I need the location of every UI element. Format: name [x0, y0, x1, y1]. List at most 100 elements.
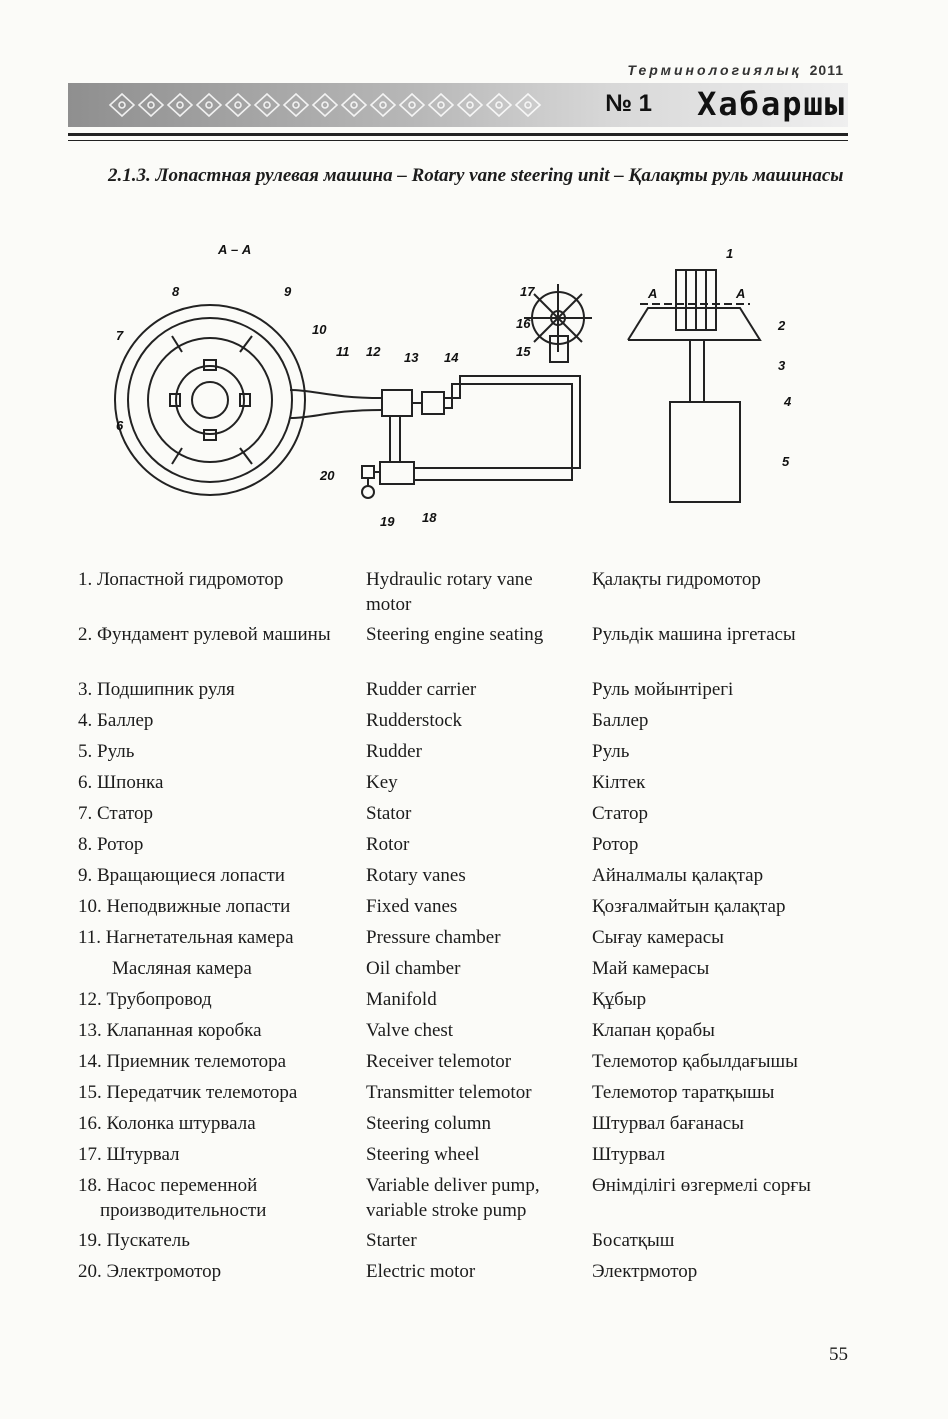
term-row: 2. Фундамент рулевой машины Steering engi…	[78, 622, 858, 677]
term-russian: 12. Трубопровод	[78, 989, 212, 1010]
manifold-pipe-lower	[289, 409, 383, 419]
rudder-seating	[627, 307, 762, 341]
manifold-pipe-upper	[289, 389, 383, 399]
vane-3	[171, 447, 183, 465]
term-english: Starter	[366, 1230, 417, 1251]
label-cut-right: А	[735, 286, 745, 301]
section-heading: 2.1.3. Лопастная рулевая машина – Rotary…	[108, 165, 844, 186]
term-english: Hydraulic rotary vane motor	[366, 569, 533, 615]
term-kazakh: Баллер	[592, 710, 649, 731]
receiver-telemotor	[421, 391, 445, 415]
term-russian: 3. Подшипник руля	[78, 679, 235, 700]
term-kazakh: Айналмалы қалақтар	[592, 865, 764, 886]
starter	[361, 465, 375, 479]
term-kazakh: Руль	[592, 741, 630, 762]
term-english: Steering engine seating	[366, 624, 544, 645]
term-row: 18. Насос переменной производительности V…	[78, 1173, 858, 1228]
term-kazakh: Статор	[592, 803, 648, 824]
term-russian: 5. Руль	[78, 741, 135, 762]
label-16: 16	[516, 316, 531, 331]
term-english: Stator	[366, 803, 412, 824]
term-kazakh: Телемотор таратқышы	[592, 1082, 775, 1103]
term-russian: 7. Статор	[78, 803, 153, 824]
label-3: 3	[778, 358, 786, 373]
term-kazakh: Өнімділігі өзгермелі сорғы	[592, 1175, 811, 1196]
term-english: Oil chamber	[366, 958, 461, 979]
issue-number: № 1	[605, 90, 652, 117]
term-kazakh: Ротор	[592, 834, 639, 855]
term-english: Rudderstock	[366, 710, 463, 731]
header-rule-thick	[68, 133, 848, 136]
diagram-labels: А – А 7 8 9 10 6 11 12 13 14 17 16 15 20…	[116, 242, 792, 529]
term-english: Rudder carrier	[366, 679, 477, 700]
term-russian: 14. Приемник телемотора	[78, 1051, 287, 1072]
term-english: Steering column	[366, 1113, 492, 1134]
term-russian: 15. Передатчик телемотора	[78, 1082, 298, 1103]
term-kazakh: Қозғалмайтын қалақтар	[592, 896, 786, 917]
term-english: Transmitter telemotor	[366, 1082, 532, 1103]
label-10: 10	[312, 322, 327, 337]
term-english: Rotor	[366, 834, 410, 855]
term-kazakh: Электрмотор	[592, 1261, 698, 1282]
vane-4	[239, 447, 253, 465]
page-number: 55	[829, 1344, 848, 1365]
label-cut-left: А	[647, 286, 657, 301]
term-english: Steering wheel	[366, 1144, 480, 1165]
variable-pump	[379, 461, 415, 485]
rudderstock	[689, 340, 705, 402]
term-kazakh: Кілтек	[592, 772, 646, 793]
label-13: 13	[404, 350, 419, 365]
term-russian: 19. Пускатель	[78, 1230, 190, 1251]
term-row: 7. Статор Stator Статор	[78, 801, 858, 832]
rotor	[175, 365, 245, 435]
label-14: 14	[444, 350, 459, 365]
term-english: Pressure chamber	[366, 927, 501, 948]
term-kazakh: Рульдік машина іргетасы	[592, 624, 796, 645]
term-english: Fixed vanes	[366, 896, 458, 917]
valve-chest	[381, 389, 413, 417]
transmitter-telemotor	[549, 335, 569, 363]
key-top	[203, 359, 217, 371]
key-bottom	[203, 429, 217, 441]
rudder-blade	[669, 401, 741, 503]
journal-year: 2011	[809, 62, 844, 78]
header-banner: № 1 Хабаршы	[68, 83, 848, 127]
electric-motor	[361, 485, 375, 499]
term-russian: 16. Колонка штурвала	[78, 1113, 256, 1134]
label-6: 6	[116, 418, 124, 433]
term-russian: 2. Фундамент рулевой машины	[78, 624, 331, 645]
term-english: Rudder	[366, 741, 422, 762]
label-9: 9	[284, 284, 292, 299]
telemotor-pipe-lower	[414, 383, 573, 481]
term-russian: 11. Нагнетательная камера	[78, 927, 294, 948]
term-russian: 20. Электромотор	[78, 1261, 222, 1282]
term-russian: 6. Шпонка	[78, 772, 164, 793]
term-english: Key	[366, 772, 398, 793]
term-russian: Масляная камера	[112, 958, 252, 979]
key-right	[239, 393, 251, 407]
vane-2	[239, 335, 253, 353]
term-kazakh: Телемотор қабылдағышы	[592, 1051, 798, 1072]
term-row: 11. Нагнетательная камера Pressure chambe…	[78, 925, 858, 956]
banner-title: Хабаршы	[697, 85, 846, 123]
term-english: Manifold	[366, 989, 437, 1010]
term-russian: 17. Штурвал	[78, 1144, 180, 1165]
term-english: Variable deliver pump, variable stroke p…	[366, 1175, 540, 1221]
label-1: 1	[726, 246, 733, 261]
steering-unit-diagram: А – А 7 8 9 10 6 11 12 13 14 17 16 15 20…	[114, 242, 792, 529]
label-2: 2	[777, 318, 786, 333]
header-rule-thin	[68, 140, 848, 141]
term-english: Rotary vanes	[366, 865, 466, 886]
vane-1	[171, 335, 183, 353]
term-russian: 18. Насос переменной производительности	[78, 1175, 267, 1221]
label-8: 8	[172, 284, 180, 299]
